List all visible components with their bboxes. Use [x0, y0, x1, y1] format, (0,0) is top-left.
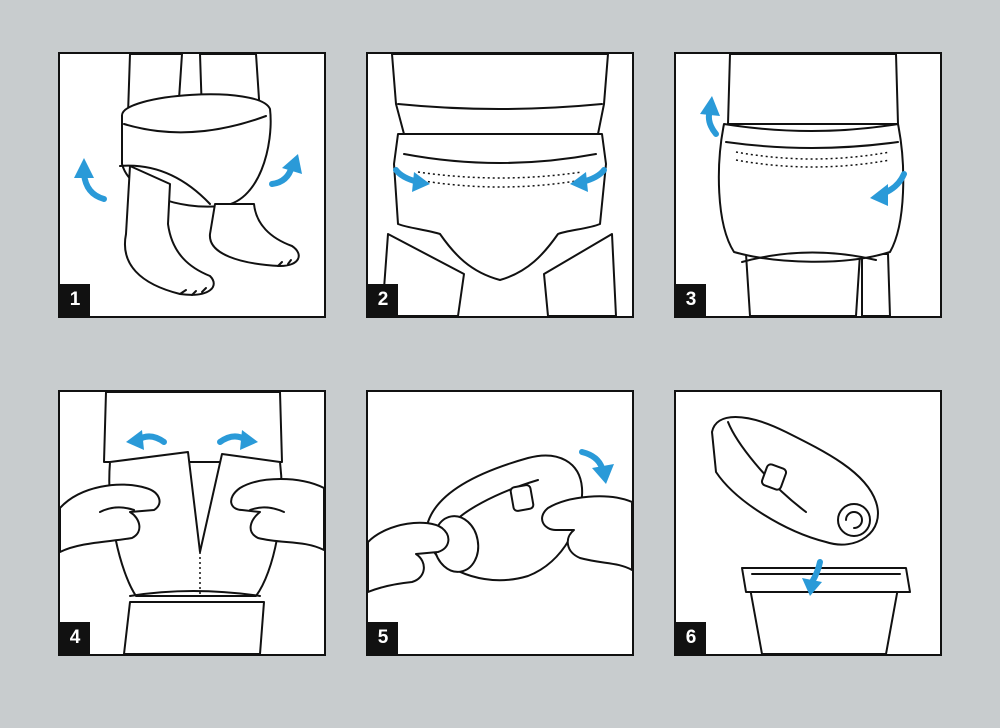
step-number-badge: 4	[60, 622, 90, 654]
step-5-panel: 5	[366, 390, 634, 656]
step-4-illustration	[60, 392, 324, 654]
step-number-badge: 5	[368, 622, 398, 654]
step-number-badge: 3	[676, 284, 706, 316]
step-1-illustration	[74, 54, 302, 296]
step-number-badge: 2	[368, 284, 398, 316]
step-number-badge: 6	[676, 622, 706, 654]
step-6-panel: 6	[674, 390, 942, 656]
step-4-panel: 4	[58, 390, 326, 656]
step-3-illustration	[700, 54, 907, 316]
step-1-panel: 1	[58, 52, 326, 318]
step-3-panel: 3	[674, 52, 942, 318]
arrow-down-right-icon	[579, 449, 605, 471]
step-6-illustration	[711, 416, 911, 654]
step-2-panel: 2	[366, 52, 634, 318]
step-5-illustration	[368, 449, 632, 593]
step-2-illustration	[381, 54, 617, 316]
step-number-badge: 1	[60, 284, 90, 316]
